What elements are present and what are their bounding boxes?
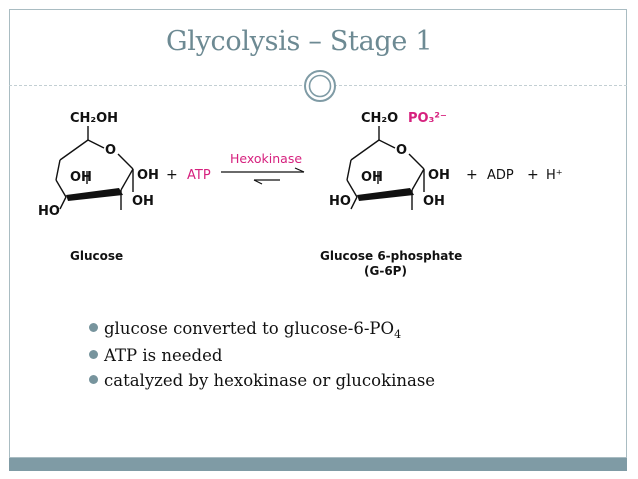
bottom-band (9, 458, 627, 471)
glucose-oh-2: OH (137, 168, 159, 183)
adp-label: ADP (487, 168, 514, 183)
glucose-label: Glucose (70, 249, 123, 263)
bullet-icon (89, 375, 98, 384)
plus-sign-3: + (527, 167, 539, 183)
h-plus-label: H⁺ (546, 168, 563, 183)
reaction-arrow (221, 167, 305, 185)
bullet-text: ATP is needed (104, 346, 223, 365)
glucose-oh-3: OH (132, 194, 154, 209)
g6p-ch2o: CH₂O (361, 111, 398, 126)
atp-label: ATP (187, 168, 211, 183)
g6p-po3: PO₃²⁻ (408, 111, 447, 126)
g6p-oh-1: OH (361, 170, 383, 185)
glucose-oh-1: OH (70, 170, 92, 185)
glucose-ch2oh: CH₂OH (70, 111, 118, 126)
bullet-text: glucose converted to glucose-6-PO (104, 319, 395, 338)
bullet-icon (89, 323, 98, 332)
bullet-item: glucose converted to glucose-6-PO4 (89, 316, 435, 343)
glucose-ho: HO (38, 204, 60, 219)
plus-sign-2: + (466, 167, 478, 183)
glucose-front-bond (66, 188, 123, 201)
g6p-structure (346, 126, 425, 210)
g6p-label: Glucose 6-phosphate (320, 249, 462, 263)
glucose-ring-o: O (105, 143, 116, 158)
plus-sign-1: + (166, 167, 178, 183)
bullet-text: catalyzed by hexokinase or glucokinase (104, 371, 436, 390)
bullet-list: glucose converted to glucose-6-PO4 ATP i… (89, 316, 436, 393)
bullet-subscript: 4 (394, 328, 402, 341)
g6p-ho: HO (329, 194, 351, 209)
g6p-abbrev: (G-6P) (364, 264, 407, 278)
g6p-front-bond (357, 188, 414, 201)
ring-ornament-icon (304, 70, 336, 102)
g6p-oh-2: OH (428, 168, 450, 183)
g6p-oh-3: OH (423, 194, 445, 209)
g6p-ring-o: O (396, 143, 407, 158)
bullet-item: ATP is needed (89, 343, 435, 368)
enzyme-label: Hexokinase (230, 151, 302, 166)
bullet-item: catalyzed by hexokinase or glucokinase (89, 368, 436, 393)
slide-title: Glycolysis – Stage 1 (166, 26, 433, 57)
bullet-icon (89, 350, 98, 359)
